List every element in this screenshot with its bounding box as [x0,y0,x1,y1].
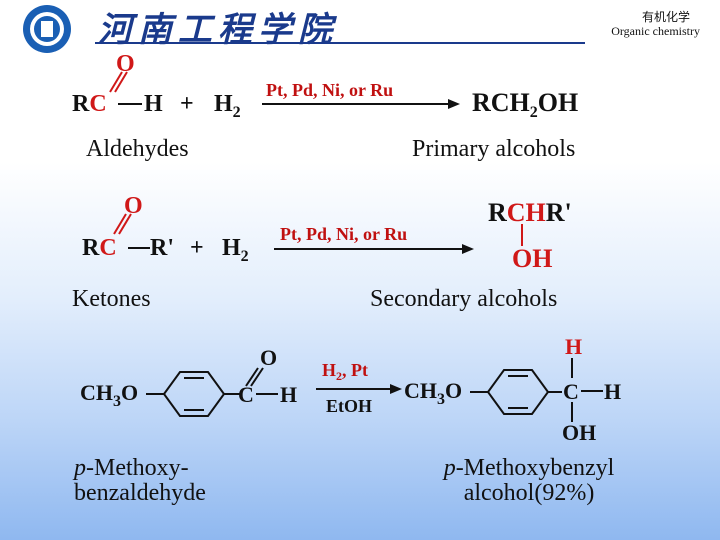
r3-carbonyl-oxygen: O [260,345,278,370]
r2-plus: + [190,235,204,261]
r1-plus: + [180,91,194,117]
course-name-chinese: 有机化学 [641,10,690,24]
r1-ch-bond [118,103,142,105]
r1-r-group: R [72,91,90,117]
r3-c-oh-bond [571,402,573,422]
r2-c-r-bond [128,247,150,249]
r2-reaction-arrow [274,244,474,254]
r3-ch-bond [256,393,278,395]
r2-product-label: Secondary alcohols [370,286,558,312]
r3-benzene-ring [146,371,240,417]
r3-product-top-hydrogen: H [565,334,583,359]
header-divider [95,42,585,44]
r1-hydrogen: H [144,91,163,117]
r3-c-h-top-bond [571,358,573,378]
r1-reaction-arrow [262,99,460,109]
r3-reactant-label: p-Methoxy- benzaldehyde [74,455,206,507]
r3-c-h-right-bond [581,390,603,392]
r2-hydroxyl: OH [512,244,553,273]
r1-carbon: C [89,91,107,117]
r3-methoxy-group: CH3O [80,380,139,410]
r2-product: RCHR' [488,198,572,227]
r2-catalyst: Pt, Pd, Ni, or Ru [280,224,408,244]
r1-double-bond [109,71,128,93]
r3-product-carbon: C [563,379,579,404]
r3-double-bond [245,367,264,387]
r3-reaction-arrow [316,384,402,394]
r3-product-label: p-Methoxybenzyl alcohol(92%) [443,455,615,507]
r1-catalyst: Pt, Pd, Ni, or Ru [266,80,394,100]
course-name-english: Organic chemistry [611,24,700,38]
r3-product-hydroxyl: OH [562,420,597,445]
r2-reactant-label: Ketones [72,286,151,312]
r2-carbonyl-oxygen: O [124,193,143,219]
r2-reactant: RC [82,235,117,261]
r2-r-prime: R' [150,235,174,261]
r3-aldehyde-hydrogen: H [280,382,298,407]
r3-product-right-hydrogen: H [604,379,622,404]
r3-carbonyl-carbon: C [238,382,254,407]
r3-product-benzene-ring [470,369,562,415]
r1-product-label: Primary alcohols [412,136,576,162]
r2-c-oh-bond [521,224,523,246]
r2-double-bond [113,213,132,235]
r1-carbonyl-oxygen: O [116,51,135,77]
r3-condition-bottom: EtOH [326,396,373,416]
r3-condition-top: H2, Pt [322,360,369,383]
university-seal-icon [23,5,71,53]
r2-h2: H2 [222,235,249,265]
r1-reactant-label: Aldehydes [86,136,189,162]
r3-product-methoxy: CH3O [404,378,463,408]
r1-reactant: RC [72,92,107,116]
r1-product: RCH2OH [472,88,579,121]
r1-h2: H2 [214,91,241,121]
